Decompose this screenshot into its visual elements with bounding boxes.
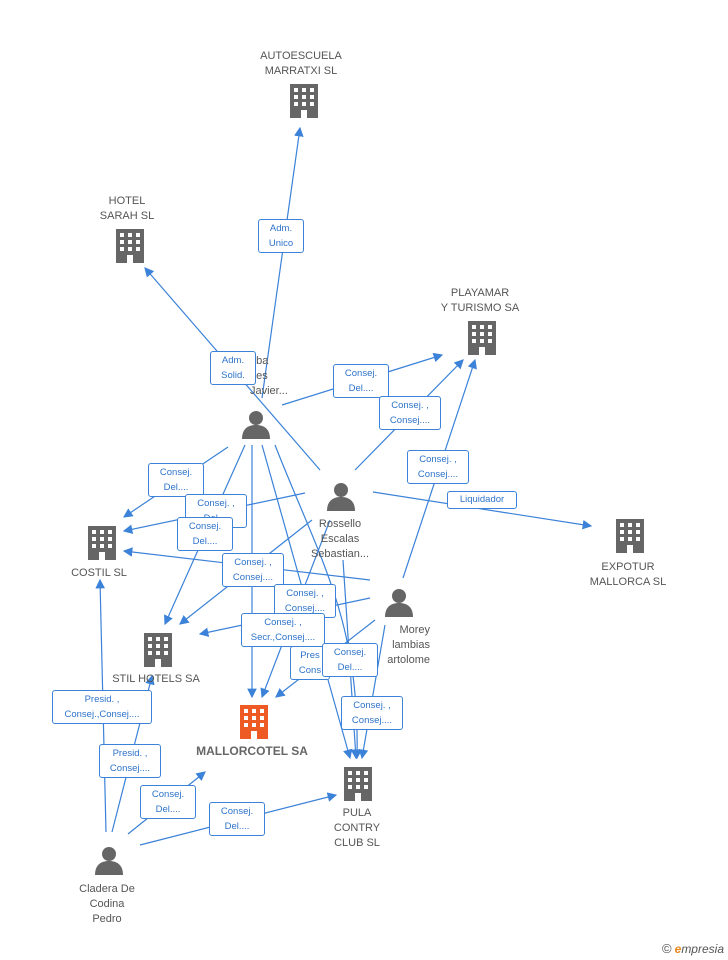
edge-label-consej-del[interactable]: Consej. Del....	[140, 785, 196, 819]
node-expotur-label[interactable]: EXPOTUR MALLORCA SL	[589, 561, 667, 588]
edge-label-consej-consej[interactable]: Consej. , Consej....	[341, 696, 403, 730]
company-building-icon[interactable]	[344, 767, 372, 801]
edge-label-consej-consej[interactable]: Consej. , Consej....	[379, 396, 441, 430]
empresia-brand[interactable]: ©empresia	[662, 941, 724, 956]
node-costil-label[interactable]: COSTIL SL	[71, 567, 127, 579]
edge-label-adm-solid[interactable]: Adm. Solid.	[210, 351, 256, 385]
company-building-icon[interactable]	[468, 321, 496, 355]
node-morey-label[interactable]: Morey lambias artolome	[387, 624, 430, 666]
node-autoescuela-label[interactable]: AUTOESCUELA MARRATXI SL	[260, 50, 342, 77]
edge-label-consej-consej[interactable]: Consej. , Consej....	[274, 584, 336, 618]
edge-label-consej-del[interactable]: Consej. Del....	[333, 364, 389, 398]
edge-label-consej-del[interactable]: Consej. Del....	[148, 463, 204, 497]
edge-label-presid-consej[interactable]: Presid. , Consej....	[99, 744, 161, 778]
edge-label-consej-del[interactable]: Consej. Del....	[322, 643, 378, 677]
edge-label-consej-consej[interactable]: Consej. , Consej....	[222, 553, 284, 587]
company-building-icon[interactable]	[290, 84, 318, 118]
person-icon[interactable]	[95, 847, 123, 875]
copyright-symbol: ©	[662, 941, 672, 956]
edge-person-top-autoescuela	[261, 126, 304, 399]
edge-label-secr-consej[interactable]: Consej. , Secr.,Consej....	[241, 613, 325, 647]
node-playamar-label[interactable]: PLAYAMAR Y TURISMO SA	[440, 287, 520, 314]
company-building-icon[interactable]	[116, 229, 144, 263]
node-person-top-label[interactable]: riba nes Javier...	[250, 355, 288, 397]
node-mallorcotel-label[interactable]: MALLORCOTEL SA	[196, 744, 308, 758]
node-cladera-label[interactable]: Cladera De Codina Pedro	[79, 883, 135, 925]
edge-morey-pula	[358, 624, 386, 760]
company-building-icon[interactable]	[144, 633, 172, 667]
company-building-icon[interactable]	[616, 519, 644, 553]
edge-label-presid-consej[interactable]: Presid. , Consej.,Consej....	[52, 690, 152, 724]
edge-label-consej-del[interactable]: Consej. Del....	[209, 802, 265, 836]
brand-initial: e	[674, 942, 682, 956]
edge-label-adm-unico[interactable]: Adm. Unico	[258, 219, 304, 253]
edge-label-liquidador[interactable]: Liquidador	[447, 491, 517, 509]
edge-label-consej-consej[interactable]: Consej. , Consej....	[407, 450, 469, 484]
brand-name: mpresia	[681, 942, 724, 956]
person-icon[interactable]	[242, 411, 270, 439]
node-stil-hotels-label[interactable]: STIL HOTELS SA	[112, 673, 200, 685]
node-pula-label[interactable]: PULA CONTRY CLUB SL	[333, 807, 381, 849]
node-rossello-label[interactable]: Rossello Escalas Sebastian...	[310, 518, 370, 560]
edge-rossello-expotur	[372, 491, 593, 530]
edge-label-consej-del[interactable]: Consej. Del....	[177, 517, 233, 551]
main-company-building-icon[interactable]	[240, 705, 268, 739]
person-icon[interactable]	[385, 589, 413, 617]
person-icon[interactable]	[327, 483, 355, 511]
node-hotel-sarah-label[interactable]: HOTEL SARAH SL	[99, 195, 155, 222]
company-building-icon[interactable]	[88, 526, 116, 560]
